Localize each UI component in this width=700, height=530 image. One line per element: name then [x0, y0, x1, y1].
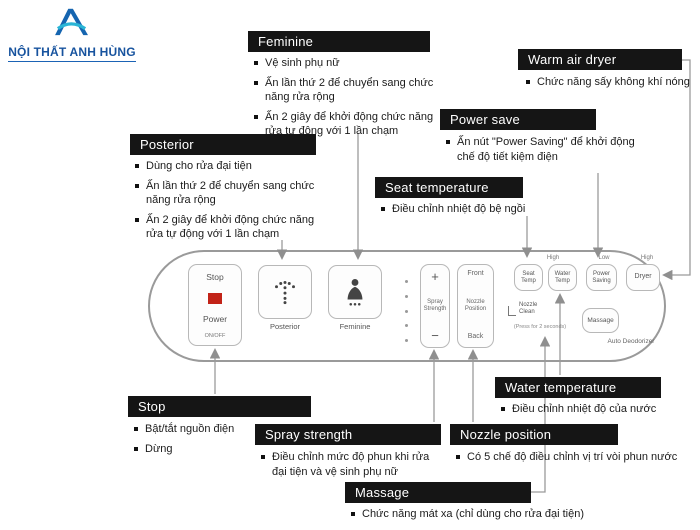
callout-posterior-title: Posterior — [130, 134, 316, 155]
seat-temp-button[interactable]: Seat Temp — [514, 264, 543, 291]
remote-control-panel: Stop Power ON/OFF Posterior — [148, 250, 666, 362]
spray-name-2: Strength — [423, 306, 447, 312]
power-label: Power — [202, 314, 228, 325]
callout-water-temperature-bullets: Điều chỉnh nhiệt độ của nước — [499, 402, 694, 422]
dryer-button[interactable]: Dryer — [626, 264, 660, 291]
scale-low: Low — [598, 255, 610, 261]
spray-level-indicator — [405, 280, 409, 342]
spray-minus-icon[interactable]: − — [431, 328, 439, 343]
dryer-label: Dryer — [634, 273, 652, 281]
brand-name: NỘI THẤT ANH HÙNG — [8, 45, 136, 62]
nozzle-name-2: Position — [464, 306, 487, 312]
callout-stop-bullets: Bật/tắt nguồn điện Dừng — [132, 422, 312, 461]
power-saving-button[interactable]: Power Saving — [586, 264, 617, 291]
bullet-item: Dừng — [132, 442, 312, 457]
feminine-wash-icon — [347, 279, 363, 306]
bullet-item: Ấn nút "Power Saving" để khởi động chế đ… — [444, 135, 640, 164]
spray-name-1: Spray — [427, 298, 443, 305]
posterior-button-label: Posterior — [269, 322, 300, 331]
callout-power-save-bullets: Ấn nút "Power Saving" để khởi động chế đ… — [444, 135, 640, 169]
bullet-item: Chức năng sấy không khí nóng — [524, 75, 696, 90]
massage-label: Massage — [587, 316, 614, 324]
stop-label: Stop — [206, 272, 224, 282]
nozzle-clean-2: Clean — [519, 309, 535, 316]
callout-posterior-bullets: Dùng cho rửa đại tiện Ấn lần thứ 2 để ch… — [133, 159, 329, 247]
nozzle-clean-control[interactable]: Nozzle Clean — [508, 302, 538, 317]
brand-logo: NỘI THẤT ANH HÙNG — [6, 6, 138, 62]
bullet-item: Điều chỉnh nhiệt độ bệ ngồi — [379, 202, 564, 217]
water-temp-button[interactable]: Water Temp — [548, 264, 577, 291]
feminine-button[interactable] — [328, 265, 382, 319]
callout-spray-strength-bullets: Điều chỉnh mức độ phun khi rửa đại tiện … — [259, 450, 445, 484]
bullet-item: Ấn lần thứ 2 để chuyển sang chức năng rử… — [133, 179, 329, 208]
callout-nozzle-position-title: Nozzle position — [450, 424, 618, 445]
nozzle-clean-sub: (Press for 2 seconds) — [513, 324, 567, 330]
bullet-item: Chức năng mát xa (chỉ dùng cho rửa đại t… — [349, 507, 629, 522]
brand-logo-icon — [55, 8, 88, 36]
bullet-item: Điều chỉnh nhiệt độ của nước — [499, 402, 694, 417]
callout-massage-title: Massage — [345, 482, 531, 503]
bullet-item: Có 5 chế độ điều chỉnh vị trí vòi phun n… — [454, 450, 689, 465]
callout-seat-temperature-bullets: Điều chỉnh nhiệt độ bệ ngồi — [379, 202, 564, 222]
nozzle-clean-1: Nozzle — [519, 302, 538, 308]
callout-spray-strength-title: Spray strength — [255, 424, 441, 445]
callout-warm-air-dryer-bullets: Chức năng sấy không khí nóng — [524, 75, 696, 95]
onoff-label: ON/OFF — [204, 332, 226, 339]
bullet-item: Vệ sinh phụ nữ — [252, 56, 442, 71]
callout-warm-air-dryer-title: Warm air dryer — [518, 49, 682, 70]
callout-massage-bullets: Chức năng mát xa (chỉ dùng cho rửa đại t… — [349, 507, 629, 527]
bullet-item: Ấn lần thứ 2 để chuyển sang chức năng rử… — [252, 76, 442, 105]
callout-power-save-title: Power save — [440, 109, 596, 130]
power-saving-label: Power Saving — [592, 270, 611, 284]
callout-feminine-bullets: Vệ sinh phụ nữ Ấn lần thứ 2 để chuyển sa… — [252, 56, 442, 144]
posterior-spray-icon — [275, 280, 295, 305]
stop-square-icon — [208, 292, 222, 304]
callout-water-temperature-title: Water temperature — [495, 377, 661, 398]
bullet-item: Bật/tắt nguồn điện — [132, 422, 312, 437]
seat-temp-label: Seat Temp — [521, 270, 536, 284]
spray-plus-icon[interactable]: + — [431, 269, 439, 284]
spray-strength-button[interactable]: + Spray Strength − — [420, 264, 450, 348]
nozzle-back-label[interactable]: Back — [467, 333, 484, 341]
water-temp-label: Water Temp — [554, 270, 571, 284]
callout-nozzle-position-bullets: Có 5 chế độ điều chỉnh vị trí vòi phun n… — [454, 450, 689, 470]
callout-seat-temperature-title: Seat temperature — [375, 177, 523, 198]
stop-power-button[interactable]: Stop Power ON/OFF — [188, 264, 242, 346]
nozzle-front-label[interactable]: Front — [467, 270, 484, 277]
posterior-button[interactable] — [258, 265, 312, 319]
nozzle-name-1: Nozzle — [466, 298, 485, 305]
bullet-item: Điều chỉnh mức độ phun khi rửa đại tiện … — [259, 450, 445, 479]
callout-stop-title: Stop — [128, 396, 311, 417]
bullet-item: Ấn 2 giây để khởi động chức năng rửa tự … — [133, 213, 329, 242]
callout-feminine-title: Feminine — [248, 31, 430, 52]
auto-deodorizer-label: Auto Deodorizer — [607, 338, 655, 345]
bracket-icon — [508, 306, 516, 317]
massage-button[interactable]: Massage — [582, 308, 619, 333]
nozzle-position-button[interactable]: Front Nozzle Position Back — [457, 264, 494, 348]
bullet-item: Dùng cho rửa đại tiện — [133, 159, 329, 174]
scale-high-right: High — [640, 255, 654, 261]
scale-high-left: High — [546, 255, 560, 261]
feminine-button-label: Feminine — [339, 322, 371, 331]
